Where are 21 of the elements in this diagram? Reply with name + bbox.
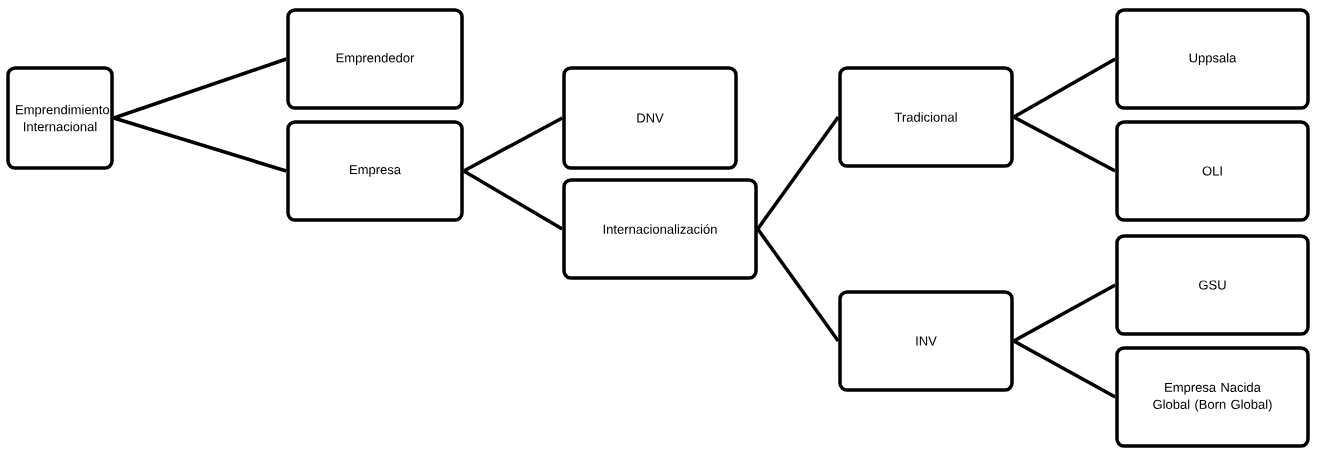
connector-line xyxy=(113,116,287,173)
box: INV xyxy=(838,290,1014,392)
connector-line xyxy=(113,57,287,120)
connector-line xyxy=(756,227,840,342)
connector-line xyxy=(462,169,564,231)
connector-line xyxy=(1012,57,1117,119)
box: Tradicional xyxy=(838,66,1014,168)
box: DNV xyxy=(562,66,738,170)
box: Emprendimiento Internacional xyxy=(6,66,114,170)
box: Emprendedor xyxy=(286,8,464,110)
box: Uppsala xyxy=(1115,8,1310,110)
connector-line xyxy=(1012,283,1117,343)
box: Empresa Nacida Global (Born Global) xyxy=(1115,346,1310,448)
connector-line xyxy=(462,116,564,173)
box: GSU xyxy=(1115,234,1310,336)
box: OLI xyxy=(1115,120,1310,222)
connector-line xyxy=(756,115,840,230)
box: Empresa xyxy=(286,120,464,222)
connector-line xyxy=(1012,115,1117,173)
connector-line xyxy=(1012,339,1117,399)
box: Internacionalización xyxy=(562,178,758,280)
